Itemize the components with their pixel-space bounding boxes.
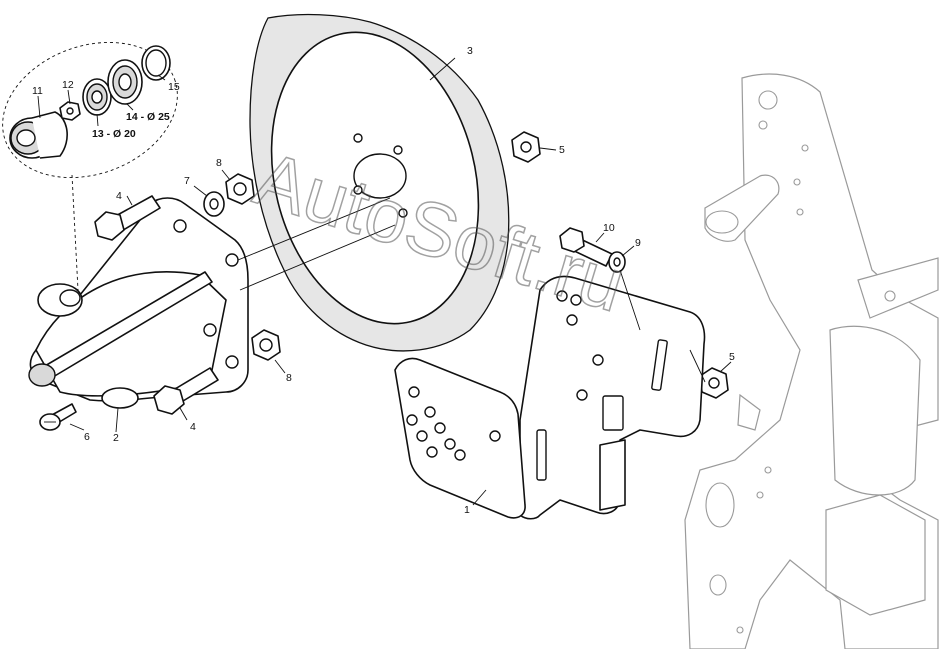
callout-5-lower: 5 <box>729 351 735 363</box>
small-nut <box>59 101 81 121</box>
hub-housing-bracket <box>28 197 249 409</box>
bolt-10 <box>559 227 613 267</box>
snap-ring <box>141 45 171 81</box>
callout-2: 2 <box>113 432 119 444</box>
callout-12: 12 <box>62 79 74 91</box>
callout-7: 7 <box>184 175 190 187</box>
leader-lines <box>37 57 732 506</box>
callout-8-upper: 8 <box>216 157 222 169</box>
nut-lower <box>251 329 281 361</box>
mounting-bracket <box>394 275 706 520</box>
countersunk-screw <box>39 403 77 431</box>
callout-14: 14 - Ø 25 <box>126 111 170 123</box>
washer-9 <box>608 251 626 273</box>
washer <box>203 191 225 217</box>
nut-5-lower <box>699 367 729 399</box>
nut-upper <box>225 173 255 205</box>
machine-frame-background <box>684 73 939 649</box>
bolt-lower <box>153 367 219 415</box>
bearing-20 <box>82 78 112 116</box>
callout-4-upper: 4 <box>116 190 122 202</box>
callout-8-lower: 8 <box>286 372 292 384</box>
callout-15: 15 <box>168 81 180 93</box>
callout-4-lower: 4 <box>190 421 196 433</box>
callout-5-upper: 5 <box>559 144 565 156</box>
hub-roller <box>9 111 68 159</box>
callout-6: 6 <box>84 431 90 443</box>
bolt-upper <box>94 195 161 241</box>
callout-3: 3 <box>467 45 473 57</box>
bearing-assembly-detail <box>2 41 178 291</box>
callout-labels: 1 2 3 4 4 5 5 6 7 8 8 9 10 11 12 13 - Ø … <box>32 45 735 516</box>
notched-disc <box>249 13 510 352</box>
callout-10: 10 <box>603 222 615 234</box>
callout-11: 11 <box>32 85 43 97</box>
callout-1: 1 <box>464 504 470 516</box>
bearing-25 <box>107 59 143 105</box>
nut-5-upper <box>511 131 541 163</box>
callout-13: 13 - Ø 20 <box>92 128 136 140</box>
callout-9: 9 <box>635 237 641 249</box>
